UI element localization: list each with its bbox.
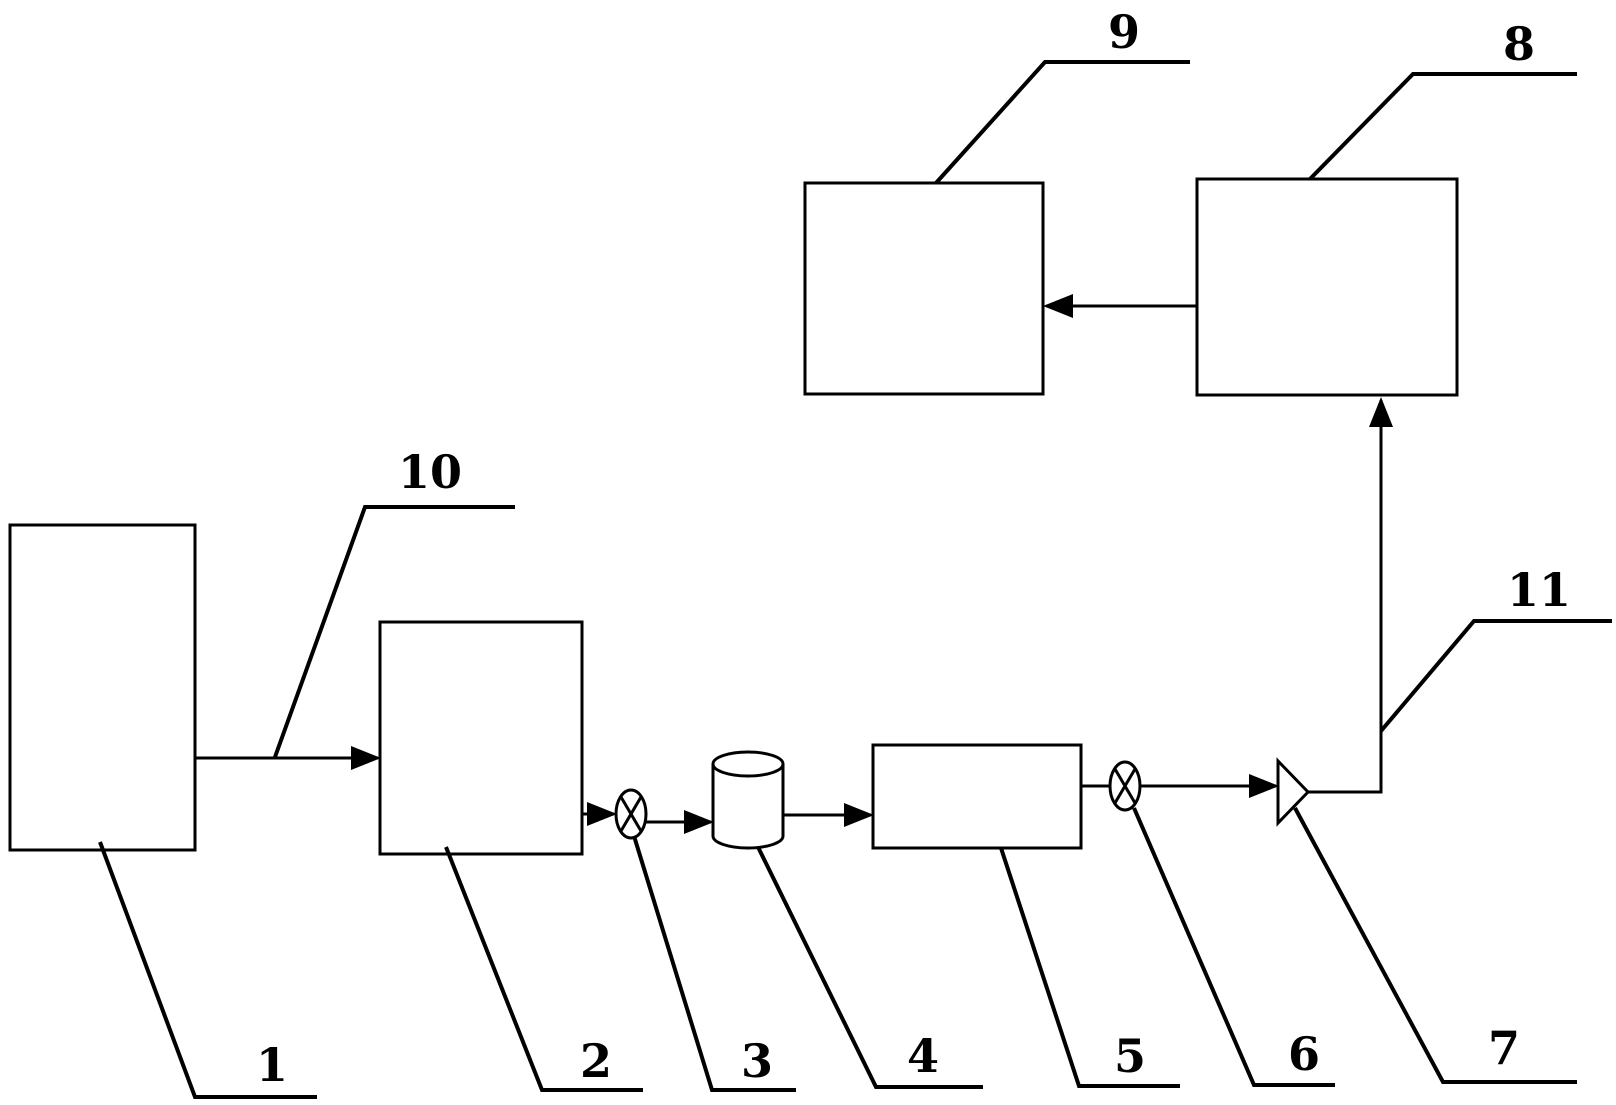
leader-7: [1293, 807, 1577, 1084]
block-5: [871, 743, 1083, 850]
amplifier-7-symbol: [1276, 757, 1311, 827]
label-7: 7: [1488, 1021, 1520, 1075]
leader-10: [273, 505, 515, 758]
label-8: 8: [1503, 17, 1535, 71]
wire-7-to-8: [1308, 397, 1393, 794]
leader-8: [1308, 72, 1577, 181]
leader-1: [98, 841, 317, 1099]
label-6: 6: [1288, 1027, 1320, 1081]
leader-6: [1132, 807, 1335, 1087]
label-5: 5: [1114, 1029, 1146, 1083]
leader-3: [632, 835, 796, 1092]
label-10: 10: [398, 445, 462, 499]
label-1: 1: [256, 1038, 288, 1092]
leader-2: [444, 846, 643, 1092]
block-9: [803, 181, 1045, 396]
label-2: 2: [580, 1034, 612, 1088]
label-9: 9: [1108, 5, 1140, 59]
block-1: [8, 523, 197, 852]
label-11: 11: [1507, 563, 1571, 617]
mixer-3-symbol: [614, 788, 648, 840]
block-8: [1195, 177, 1459, 397]
leader-9: [934, 60, 1190, 185]
cylinder-4-symbol: [711, 750, 785, 850]
mixer-6-symbol: [1108, 760, 1142, 812]
label-4: 4: [907, 1029, 939, 1083]
leader-4: [756, 846, 983, 1089]
leader-11: [1379, 619, 1612, 733]
leader-5: [999, 847, 1180, 1088]
label-3: 3: [741, 1034, 773, 1088]
block-2: [378, 620, 584, 856]
